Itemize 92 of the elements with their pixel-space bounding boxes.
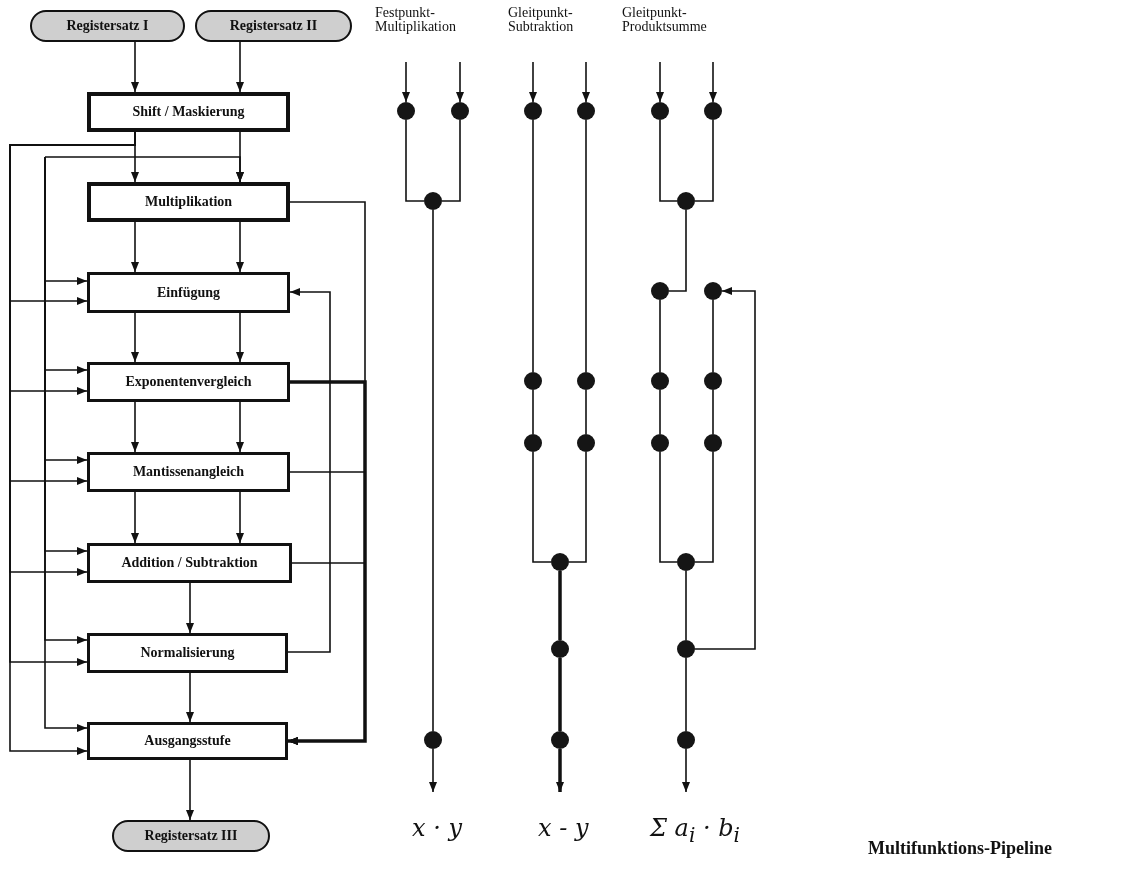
arrow <box>131 401 139 453</box>
connector-line <box>558 571 562 640</box>
stage-dot <box>651 282 669 300</box>
connector-line <box>659 299 661 373</box>
connector-line <box>558 658 562 731</box>
stage-dot <box>577 434 595 452</box>
arrow <box>287 288 331 653</box>
stage-dot <box>524 102 542 120</box>
register-pill: Registersatz III <box>112 820 270 852</box>
stage-dot <box>551 553 569 571</box>
connector-line <box>659 119 678 202</box>
column-heading: Gleitpunkt- Produktsumme <box>622 6 708 34</box>
arrow <box>44 156 88 732</box>
arrow <box>131 491 139 544</box>
connector-line <box>712 389 714 435</box>
stage-dot <box>677 731 695 749</box>
stage-box: Normalisierung <box>87 633 288 673</box>
stage-dot <box>677 192 695 210</box>
stage-box: Ausgangsstufe <box>87 722 288 760</box>
stage-dot <box>677 640 695 658</box>
connector-line <box>685 570 687 641</box>
stage-dot <box>704 372 722 390</box>
arrow <box>131 221 139 273</box>
stage-box: Mantissenangleich <box>87 452 290 492</box>
column-heading: Festpunkt- Multiplikation <box>375 6 457 34</box>
arrow <box>131 312 139 363</box>
connector-line <box>532 389 534 435</box>
connector-line <box>532 119 534 373</box>
stage-dot <box>704 434 722 452</box>
arrow <box>529 61 537 103</box>
arrow <box>131 41 139 93</box>
connector-line <box>585 389 587 435</box>
register-pill: Registersatz II <box>195 10 352 42</box>
stage-box: Shift / Maskierung <box>87 92 290 132</box>
stage-dot <box>704 282 722 300</box>
connector-line <box>432 209 434 732</box>
stage-dot <box>524 434 542 452</box>
stage-box: Addition / Subtraktion <box>87 543 292 583</box>
arrow <box>556 749 564 792</box>
connector-line <box>712 299 714 373</box>
handwritten-formula: x - y <box>538 816 589 840</box>
arrow <box>656 61 664 103</box>
arrow <box>236 401 244 453</box>
arrow <box>236 491 244 544</box>
handwritten-formula: x · y <box>412 816 462 840</box>
register-pill: Registersatz I <box>30 10 185 42</box>
stage-dot <box>424 192 442 210</box>
connector-line <box>532 451 552 563</box>
stage-box: Multiplikation <box>87 182 290 222</box>
arrow <box>429 748 437 793</box>
connector-line <box>568 451 587 563</box>
connector-line <box>659 451 678 563</box>
connector-line <box>685 657 687 732</box>
arrow <box>582 61 590 103</box>
stage-dot <box>577 372 595 390</box>
connector-line <box>441 119 461 202</box>
arrow <box>186 582 194 634</box>
arrow <box>186 759 194 821</box>
connector-line <box>659 389 661 435</box>
connector-line <box>694 451 714 563</box>
arrow <box>236 221 244 273</box>
stage-dot <box>577 102 595 120</box>
stage-dot <box>451 102 469 120</box>
arrow <box>456 61 464 103</box>
stage-dot <box>677 553 695 571</box>
stage-box: Exponentenvergleich <box>87 362 290 402</box>
connector-line <box>405 119 425 202</box>
stage-dot <box>397 102 415 120</box>
stage-dot <box>651 102 669 120</box>
stage-dot <box>651 434 669 452</box>
handwritten-formula: Σ a$_{i}$ · b$_{i}$ <box>650 816 740 845</box>
stage-dot <box>524 372 542 390</box>
stage-dot <box>651 372 669 390</box>
arrow <box>682 748 690 793</box>
stage-dot <box>551 640 569 658</box>
arrow <box>236 312 244 363</box>
arrow <box>288 380 367 745</box>
stage-dot <box>704 102 722 120</box>
arrow <box>402 61 410 103</box>
connector-line <box>585 119 587 373</box>
arrow <box>186 672 194 723</box>
stage-box: Einfügung <box>87 272 290 313</box>
arrow <box>709 61 717 103</box>
caption: Multifunktions-Pipeline <box>868 838 1053 859</box>
stage-dot <box>424 731 442 749</box>
column-heading: Gleitpunkt- Subtraktion <box>508 6 575 34</box>
connector-line <box>668 209 687 292</box>
arrow <box>44 156 244 183</box>
arrow <box>236 41 244 93</box>
connector-line <box>694 119 714 202</box>
stage-dot <box>551 731 569 749</box>
arrow <box>694 287 756 650</box>
